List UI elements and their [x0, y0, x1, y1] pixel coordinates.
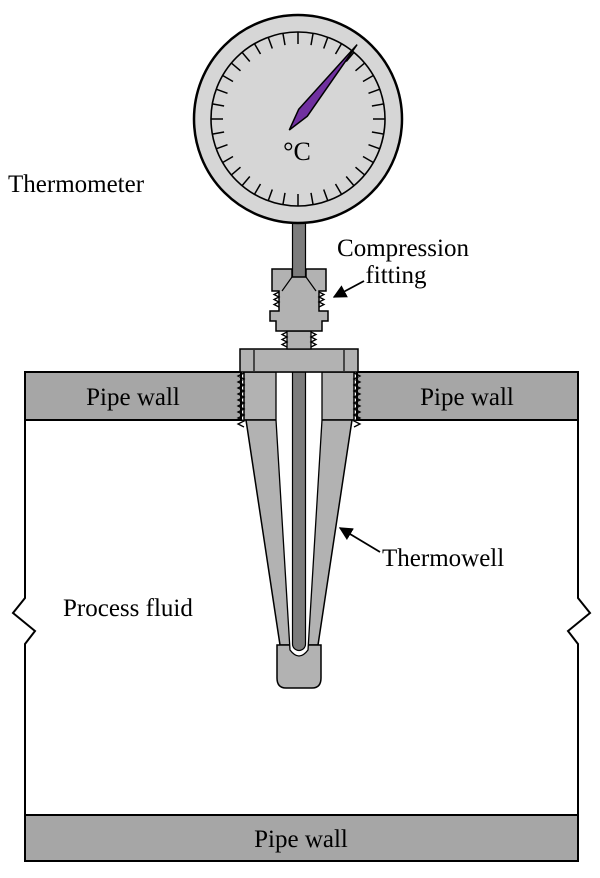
threaded-collar — [286, 330, 312, 350]
thermowell-hex-flange — [239, 348, 359, 373]
pipe-wall-label-right: Pipe wall — [420, 384, 514, 411]
thermometer-label: Thermometer — [8, 171, 145, 198]
process-fluid-label: Process fluid — [63, 595, 193, 622]
pipe-side-wall-left — [11, 420, 37, 815]
pipe-wall-top-left — [24, 371, 242, 421]
pipe-side-wall-right — [566, 420, 592, 815]
thermowell-arrow — [338, 527, 381, 553]
dial-ticks — [211, 32, 385, 206]
dial-unit-label: °C — [283, 137, 311, 166]
pipe-wall-top-right — [356, 371, 579, 421]
compression-fitting — [269, 268, 329, 332]
compression-fitting-label-line2: fitting — [365, 262, 427, 289]
ferrule-cone-right — [305, 276, 317, 292]
pipe-wall-label-bottom: Pipe wall — [254, 826, 348, 853]
thermowell-label: Thermowell — [382, 545, 504, 572]
thermometer-stem-in-well — [291, 371, 307, 652]
compression-fitting-label-line1: Compression — [337, 235, 469, 262]
pipe-wall-bottom — [24, 814, 579, 862]
pipe-wall-label-left: Pipe wall — [86, 384, 180, 411]
thread-marks — [236, 291, 362, 428]
ferrule-cone-left — [281, 276, 293, 292]
dial-needle — [288, 44, 358, 131]
compression-fitting-arrow — [332, 280, 365, 298]
thermowell-tip — [276, 644, 322, 689]
